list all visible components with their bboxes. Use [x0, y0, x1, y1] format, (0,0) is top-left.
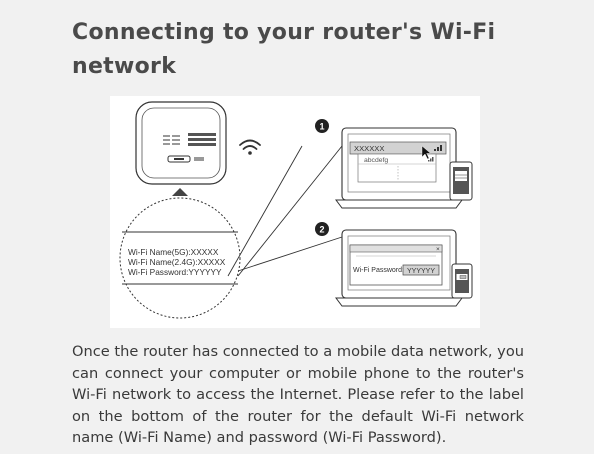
connection-illustration: Wi-Fi Name(5G):XXXXX Wi-Fi Name(2.4G):XX… [110, 96, 480, 328]
label-line-24g: Wi-Fi Name(2.4G):XXXXX [128, 257, 226, 267]
step-1-badge: 1 [315, 119, 329, 133]
step-2-badge: 2 [315, 222, 329, 236]
network-list-item: abcdefg [364, 157, 388, 164]
wifi-icon [239, 139, 261, 155]
connector-lines [227, 145, 343, 277]
network-list-item-selected: XXXXXX [354, 144, 384, 153]
instruction-paragraph: Once the router has connected to a mobil… [72, 343, 524, 446]
cursor-icon [421, 145, 432, 160]
password-label: Wi-Fi Password: [353, 267, 404, 274]
password-field: YYYYYY [407, 268, 435, 275]
laptop-1: XXXXXX abcdefg [335, 127, 463, 209]
step-1-number: 1 [319, 122, 324, 132]
signal-icon [434, 145, 442, 151]
signal-icon-small [428, 157, 434, 162]
label-line-5g: Wi-Fi Name(5G):XXXXX [128, 247, 219, 257]
step-2-number: 2 [319, 225, 324, 235]
laptop-2: × Wi-Fi Password: YYYYYY [335, 229, 463, 307]
phone-1 [449, 161, 473, 201]
dialog-close-icon: × [436, 246, 440, 253]
label-line-password: Wi-Fi Password:YYYYYY [128, 267, 222, 277]
router-label-zoom: Wi-Fi Name(5G):XXXXX Wi-Fi Name(2.4G):XX… [119, 197, 241, 319]
router-graphic [135, 101, 227, 196]
page-title: Connecting to your router's Wi-Fi networ… [72, 20, 496, 79]
phone-2 [451, 263, 473, 299]
